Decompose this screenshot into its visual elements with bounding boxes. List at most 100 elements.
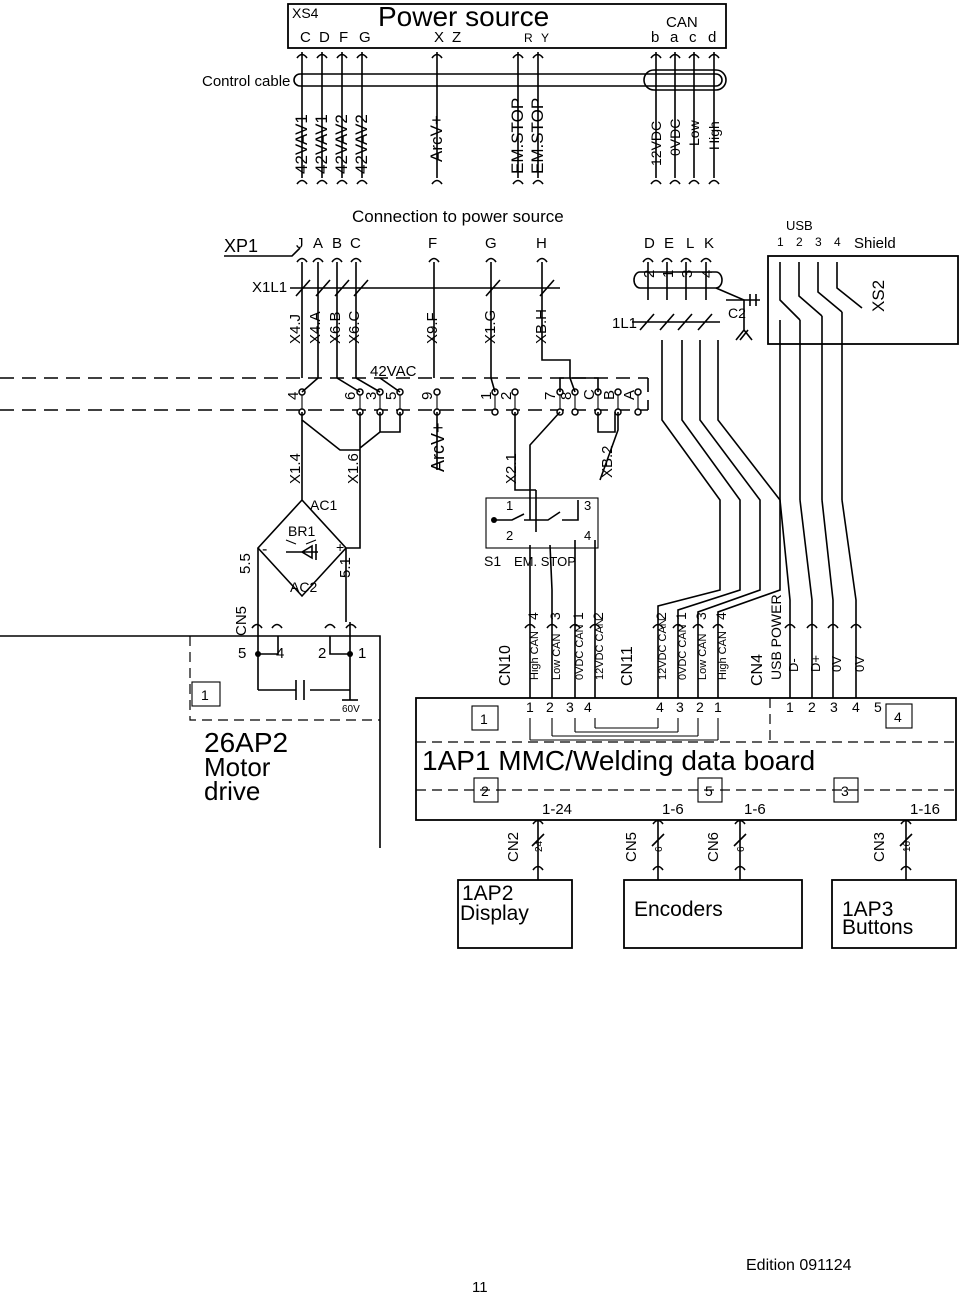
xp1-sockets [296,257,843,263]
cn10-signal: 0VDC CAN [574,624,586,680]
usb-pin: 4 [834,235,841,249]
cn11-signal: 12VDC CAN [657,618,669,680]
connector-name: CN5 [623,832,640,862]
xp1-pin: L [686,235,694,252]
term-number: 9 [419,392,436,400]
wire-tag: X6.B [327,311,344,344]
connector-range: 1-6 [662,801,684,818]
s1-pin: 2 [506,528,513,543]
xp1-title: Connection to power source [352,207,564,226]
xs2-usb-box [767,255,959,345]
xs4-pin: c [689,29,697,46]
xs4-label: XS4 [292,5,319,21]
s1-label: S1 [484,553,501,569]
xs2-label: XS2 [869,280,888,312]
motor-section-number: 1 [201,687,209,703]
xp1-pin: F [428,235,437,252]
bottom-connector-ranges: 1-24 1-6 1-6 1-16 [542,801,940,818]
board-pin: 1 [786,699,794,715]
quad-pin: 3 [679,270,696,278]
term-number: 7 [542,392,559,400]
xs4-pin: a [670,29,679,46]
cn4-signal: D- [786,658,801,672]
cable-signal: 42VAV2 [332,114,351,174]
can-quad-pins: 2 1 3 4 [641,270,716,278]
cn10-sig-pin: 3 [547,612,563,620]
cn11-sig-pin: 2 [653,612,669,620]
motor-drive-name: 26AP2 [204,727,288,758]
cn11-sig-pin: 3 [693,612,709,620]
connector-name: CN6 [705,832,722,862]
terminal-jumpers [301,377,619,520]
control-cable-label: Control cable [202,73,290,90]
ground-label: 60V [342,704,360,715]
shield-label: Shield [854,235,896,252]
cn11-label: CN11 [619,646,636,686]
control-cable-wires [293,52,727,185]
ac1-label: AC1 [310,497,337,513]
vac-label: 42VAC [370,363,417,380]
section-number: 3 [841,783,849,799]
board-pin: 2 [546,699,554,715]
main-board-box [415,697,957,821]
term-number: 8 [558,392,575,400]
xp1-pins: J A B C F G H D E L K [296,235,714,252]
usb-pin: 3 [815,235,822,249]
xs4-pin: d [708,29,716,46]
c2-label: C2 [728,305,746,321]
bottom-connectors [531,819,913,890]
xs4-pin: C [300,29,311,46]
cn10-sig-pin: 4 [525,612,541,620]
cn5-pin: 4 [276,645,284,662]
cn5-pin: 1 [358,645,366,662]
cn10-sig-pins: 4 3 1 2 [525,612,606,620]
buttons-box [831,879,957,949]
display-line1: 1AP2 [462,882,513,905]
cn11-sig-pin: 1 [673,612,689,620]
xs4-pins: C D F G X Z R Y b a c d [300,29,716,46]
xs4-pin: F [339,29,348,46]
cn10-board-pins: 1 2 3 4 [526,699,592,715]
wire-tag: X9.F [424,312,441,344]
usb-label: USB [786,218,813,233]
connector-count: 24 [534,840,545,852]
xp1-pin: E [664,235,674,252]
term-number: C [581,389,598,400]
s1-pin: 1 [506,498,513,513]
usb-pin: 1 [777,235,784,249]
usb-pin: 2 [796,235,803,249]
connector-range: 1-24 [542,801,572,818]
quad-pin: 4 [699,270,716,278]
cn10-signal: High CAN [529,631,541,680]
s1-switch-symbol [491,490,579,532]
cn11-signals: 12VDC CAN 0VDC CAN Low CAN High CAN [657,618,729,680]
encoders-label: Encoders [634,898,723,921]
quad-pin: 1 [660,270,677,278]
term-number: 1 [478,392,495,400]
main-board-section-3 [833,777,859,803]
display-box [457,879,573,949]
one-l1-label: 1L1 [612,315,637,332]
board-pin: 3 [676,699,684,715]
xp1-pin: B [332,235,342,252]
term-number: 5 [383,392,400,400]
section-number: 4 [894,709,902,725]
bottom-connector-counts: 24 6 6 16 [534,840,913,852]
xp1-pin: K [704,235,714,252]
terminal-numbers: 4 6 3 5 9 1 2 7 8 C B A [285,389,638,400]
term-number: 4 [285,392,302,400]
cable-signal-labels: 42VAV1 42VAV1 42VAV2 42VAV2 ArcV+ EM.STO… [292,98,722,174]
board-pin: 1 [526,699,534,715]
cable-signal: 0VDC [667,119,683,156]
can-label: CAN [666,14,698,31]
term-number: 3 [363,392,380,400]
wire-tag: XB.H [533,309,550,344]
cn11-signal: Low CAN [697,633,709,680]
cn10-signal: 12VDC CAN [594,618,606,680]
xp1-label: XP1 [224,236,258,256]
bottom-connector-names: CN2 CN5 CN6 CN3 [505,832,888,862]
cn10-signal: Low CAN [551,633,563,680]
s1-pin: 3 [584,498,591,513]
cable-signal: EM.STOP [508,98,527,174]
cn5-left-label: CN5 [233,606,250,636]
